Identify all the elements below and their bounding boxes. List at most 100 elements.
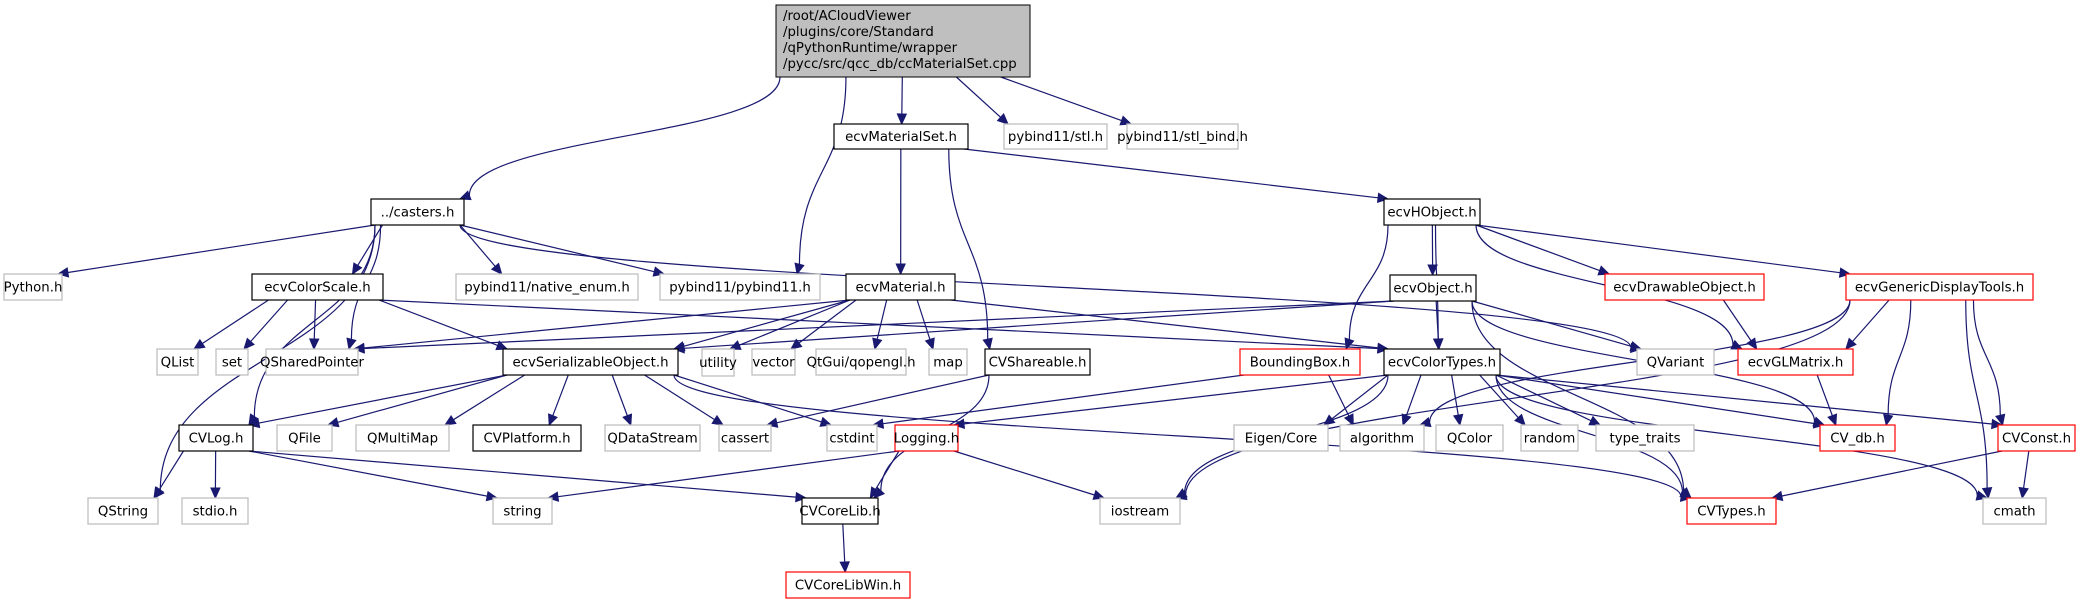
node-CVCoreLibWin[interactable]: CVCoreLibWin.h [785, 571, 911, 599]
arrowhead-ecvColorTypes-to-QColor [1452, 413, 1464, 427]
node-CV_db[interactable]: CV_db.h [1819, 424, 1896, 452]
arrowhead-ecvMaterial-to-vector [790, 338, 803, 350]
node-ecvColorScale[interactable]: ecvColorScale.h [251, 273, 384, 301]
arrowhead-CVCoreLib-to-CVCoreLibWin [839, 561, 850, 574]
edge-casters-to-pb_native_enum [459, 224, 496, 267]
edge-ecvSerializableObject-to-CVTypes [673, 374, 1682, 497]
node-CVConst[interactable]: CVConst.h [1997, 424, 2076, 452]
node-random-label: random [1524, 432, 1576, 447]
edge-ecvGenericDisplayTools-to-ecvGLMatrix [1852, 299, 1890, 342]
node-ecvGenericDisplayTools[interactable]: ecvGenericDisplayTools.h [1845, 273, 2034, 301]
arrowhead-ecvSerializableObject-to-cstdint [819, 416, 833, 427]
arrowhead-CVLog-to-CVCoreLib [795, 491, 808, 503]
edge-ecvColorTypes-to-CVConst [1495, 374, 1993, 425]
node-QColor: QColor [1435, 424, 1504, 452]
node-string-label: string [503, 505, 541, 520]
node-qopengl-label: QtGui/qopengl.h [807, 356, 916, 371]
node-ecvDrawableObject[interactable]: ecvDrawableObject.h [1604, 273, 1765, 301]
node-vector: vector [751, 348, 796, 376]
node-CVTypes[interactable]: CVTypes.h [1686, 497, 1777, 525]
node-QVariant-box [1636, 348, 1715, 376]
node-pb_pybind11-box [659, 273, 821, 301]
node-ecvColorTypes[interactable]: ecvColorTypes.h [1383, 348, 1501, 376]
node-string: string [492, 497, 553, 525]
node-iostream: iostream [1099, 497, 1181, 525]
edge-ecvGenericDisplayTools-to-cmath [1965, 299, 1988, 489]
node-algorithm: algorithm [1339, 424, 1425, 452]
node-ecvHObject[interactable]: ecvHObject.h [1383, 198, 1481, 226]
node-stdio: stdio.h [181, 497, 249, 525]
node-casters[interactable]: ../casters.h [370, 198, 465, 226]
edge-ecvMaterialSet-to-CVShareable [948, 148, 989, 340]
node-pb_pybind11: pybind11/pybind11.h [659, 273, 821, 301]
node-pb_stl_bind: pybind11/stl_bind.h [1117, 123, 1248, 150]
arrowhead-ecvSerializableObject-to-CVPlatform [548, 413, 558, 427]
node-set: set [215, 348, 249, 376]
arrowhead-BoundingBox-to-cstdint [871, 418, 885, 429]
edge-BoundingBox-to-cstdint [882, 374, 1245, 425]
node-QColor-box [1435, 424, 1504, 452]
node-cassert: cassert [718, 424, 772, 452]
node-map-box [928, 348, 968, 376]
edge-Logging-to-iostream [953, 450, 1095, 496]
node-CVCoreLib[interactable]: CVCoreLib.h [799, 497, 881, 525]
node-pb_native_enum-label: pybind11/native_enum.h [464, 281, 630, 296]
arrowhead-CVLog-to-stdio [210, 487, 221, 500]
node-pb_stl: pybind11/stl.h [1003, 123, 1108, 150]
edge-ecvColorScale-to-QSharedPointer [313, 299, 317, 340]
node-QSharedPointer: QSharedPointer [260, 348, 364, 376]
node-QFile-label: QFile [288, 432, 321, 447]
node-Logging[interactable]: Logging.h [894, 424, 959, 452]
edge-ecvColorScale-to-ecvSerializableObject [378, 299, 498, 346]
arrowhead-ecvObject-to-ecvColorTypes [1432, 338, 1444, 351]
edge-ecvMaterial-to-qopengl [876, 299, 888, 340]
node-pb_pybind11-label: pybind11/pybind11.h [669, 281, 811, 296]
edge-CVShareable-to-cassert [776, 374, 990, 424]
edge-ecvDrawableObject-to-ecvGLMatrix [1722, 299, 1752, 342]
edge-ecvSerializableObject-to-CVPlatform [552, 374, 569, 416]
arrowhead-Logging-to-string [546, 491, 560, 502]
node-root-line: /root/ACloudViewer [783, 9, 911, 24]
edge-ecvGenericDisplayTools-to-CVConst [1972, 299, 2001, 416]
node-CVConst-box [1997, 424, 2076, 452]
node-cstdint-label: cstdint [829, 432, 874, 447]
arrowhead-ecvGenericDisplayTools-to-ecvGLMatrix [1845, 337, 1857, 350]
node-ecvSerializableObject[interactable]: ecvSerializableObject.h [502, 348, 679, 376]
node-ecvGLMatrix[interactable]: ecvGLMatrix.h [1737, 348, 1854, 376]
arrowhead-root-to-pb_stl_bind [1119, 115, 1133, 126]
node-root-line: /pycc/src/qcc_db/ccMaterialSet.cpp [783, 57, 1017, 72]
edge-ecvMaterial-to-map [916, 299, 931, 340]
node-ecvMaterialSet-label: ecvMaterialSet.h [845, 130, 957, 145]
node-CVCoreLib-box [801, 497, 879, 525]
node-ecvMaterialSet[interactable]: ecvMaterialSet.h [833, 123, 969, 150]
edge-ecvSerializableObject-to-cstdint [673, 374, 822, 423]
edge-CVConst-to-CVTypes [1781, 450, 2003, 497]
node-CVShareable[interactable]: CVShareable.h [984, 348, 1091, 376]
node-CVLog[interactable]: CVLog.h [178, 424, 254, 452]
node-set-box [215, 348, 249, 376]
arrowhead-CVLog-to-QString [153, 486, 165, 500]
node-ecvGenericDisplayTools-box [1845, 273, 2034, 301]
edge-ecvSerializableObject-to-QMultiMap [453, 374, 526, 421]
edge-ecvSerializableObject-to-cassert [644, 374, 715, 421]
node-QSharedPointer-label: QSharedPointer [260, 356, 364, 371]
node-BoundingBox[interactable]: BoundingBox.h [1239, 348, 1361, 376]
node-ecvGLMatrix-box [1737, 348, 1854, 376]
edge-casters-to-QVariant [459, 224, 1632, 349]
edge-ecvSerializableObject-to-QDataStream [611, 374, 628, 416]
edge-ecvObject-to-QVariant [1471, 300, 1632, 347]
node-ecvMaterial[interactable]: ecvMaterial.h [845, 273, 956, 301]
edge-CVLog-to-QString [158, 450, 184, 490]
edge-ecvGLMatrix-to-CV_db [1816, 374, 1833, 416]
node-qopengl-box [815, 348, 907, 376]
node-ecvColorScale-box [251, 273, 384, 301]
node-type_traits-label: type_traits [1609, 432, 1680, 447]
node-cstdint-box [826, 424, 878, 452]
node-QColor-label: QColor [1447, 432, 1493, 447]
node-utility-box [701, 348, 735, 377]
node-CVPlatform[interactable]: CVPlatform.h [472, 424, 582, 452]
node-ecvObject[interactable]: ecvObject.h [1389, 274, 1477, 302]
edge-casters-to-ecvColorScale [357, 224, 384, 266]
node-QVariant: QVariant [1636, 348, 1715, 376]
edge-CVConst-to-cmath [2022, 450, 2030, 489]
